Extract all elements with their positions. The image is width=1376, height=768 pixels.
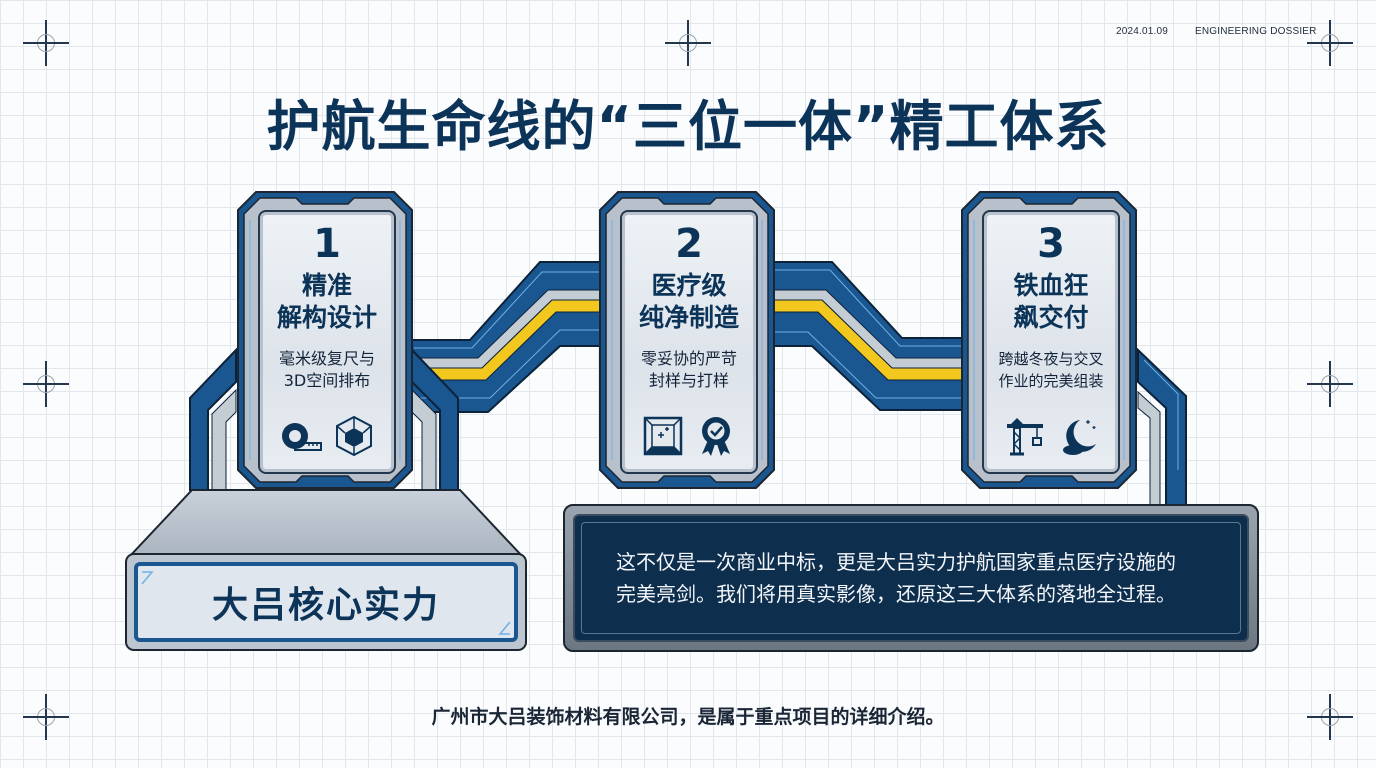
card-title: 铁血狂 飙交付 — [984, 270, 1118, 334]
crosshair-mark-bottom-right — [1307, 694, 1353, 740]
card-subtitle: 毫米级复尺与 3D空间排布 — [260, 348, 394, 392]
card-title-line: 精准 — [301, 271, 352, 300]
card-subtitle-line: 毫米级复尺与 — [278, 349, 375, 368]
step-card-1: 1 精准 解构设计 毫米级复尺与 3D空间排布 — [236, 190, 414, 490]
footer-caption: 广州市大吕装饰材料有限公司，是属于重点项目的详细介绍。 — [431, 706, 945, 728]
tower-crane-icon — [1006, 418, 1043, 456]
card-number: 3 — [1037, 221, 1065, 267]
description-panel: 这不仅是一次商业中标，更是大吕实力护航国家重点医疗设施的 完美亮剑。我们将用真实… — [563, 504, 1259, 652]
crosshair-mark-top-left — [23, 20, 69, 66]
panel-content: 这不仅是一次商业中标，更是大吕实力护航国家重点医疗设施的 完美亮剑。我们将用真实… — [581, 522, 1241, 634]
core-strength-base: 大吕核心实力 — [124, 488, 528, 652]
3d-cube-icon — [335, 415, 372, 457]
step-card-2: 2 医疗级 纯净制造 零妥协的严苛 封样与打样 — [598, 190, 776, 490]
card-title: 精准 解构设计 — [260, 270, 394, 334]
card-title-line: 医疗级 — [651, 271, 727, 300]
card-subtitle-line: 零妥协的严苛 — [640, 349, 737, 368]
card-subtitle: 跨越冬夜与交叉 作业的完美组装 — [984, 348, 1118, 392]
page-title: 护航生命线的“三位一体”精工体系 — [266, 95, 1110, 158]
card-body: 2 医疗级 纯净制造 零妥协的严苛 封样与打样 — [620, 210, 758, 474]
card-body: 3 铁血狂 飙交付 跨越冬夜与交叉 作业的完美组装 — [982, 210, 1120, 474]
header-label: ENGINEERING DOSSIER — [1195, 26, 1317, 37]
crosshair-mark-bottom-left — [23, 694, 69, 740]
card-body: 1 精准 解构设计 毫米级复尺与 3D空间排布 — [258, 210, 396, 474]
card-subtitle-line: 3D空间排布 — [283, 371, 371, 390]
card-subtitle-line: 封样与打样 — [648, 371, 729, 390]
panel-body: 这不仅是一次商业中标，更是大吕实力护航国家重点医疗设施的 完美亮剑。我们将用真实… — [573, 514, 1249, 642]
panel-text-line-1: 这不仅是一次商业中标，更是大吕实力护航国家重点医疗设施的 — [616, 550, 1176, 574]
crosshair-mark-mid-right — [1307, 361, 1353, 407]
crosshair-mark-top-right — [1307, 20, 1353, 66]
card-title: 医疗级 纯净制造 — [622, 270, 756, 334]
card-number: 2 — [675, 221, 703, 267]
card-subtitle-line: 跨越冬夜与交叉 — [998, 350, 1104, 368]
night-moon-icon — [1062, 420, 1096, 455]
crosshair-mark-top-center — [665, 20, 711, 66]
card-title-line: 纯净制造 — [638, 303, 739, 332]
step-card-3: 3 铁血狂 飙交付 跨越冬夜与交叉 作业的完美组装 — [960, 190, 1138, 490]
header-date: 2024.01.09 — [1116, 26, 1169, 37]
card-title-line: 飙交付 — [1013, 303, 1089, 332]
card-number: 1 — [313, 221, 341, 267]
base-frame — [125, 489, 527, 651]
card-subtitle: 零妥协的严苛 封样与打样 — [622, 348, 756, 392]
tape-measure-icon — [281, 423, 322, 451]
clean-panel-icon — [643, 416, 682, 456]
card-subtitle-line: 作业的完美组装 — [998, 372, 1104, 390]
core-strength-label: 大吕核心实力 — [211, 585, 440, 626]
connector-right-leg — [1137, 347, 1187, 507]
crosshair-mark-mid-left — [23, 361, 69, 407]
card-title-line: 解构设计 — [276, 303, 377, 332]
panel-text-line-2: 完美亮剑。我们将用真实影像，还原这三大体系的落地全过程。 — [616, 582, 1176, 606]
connector-2-3 — [771, 261, 967, 411]
quality-badge-icon — [701, 417, 730, 456]
card-title-line: 铁血狂 — [1013, 271, 1089, 300]
